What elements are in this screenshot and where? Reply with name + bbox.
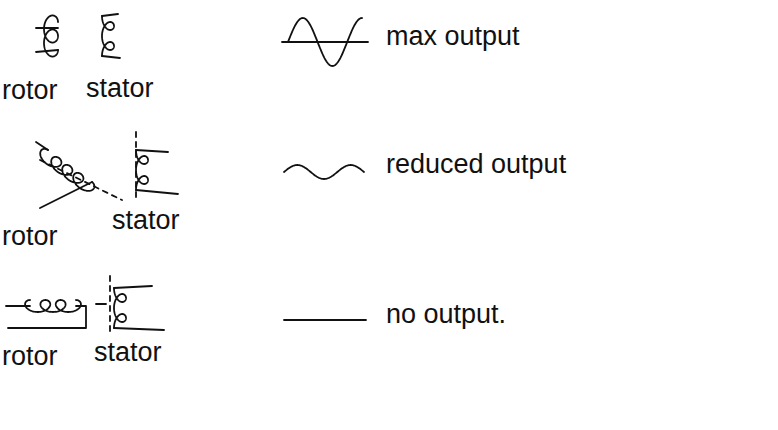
no-output-line (284, 319, 366, 321)
rotor-coil (25, 300, 81, 312)
output-label: max output (386, 22, 520, 52)
part-label: rotor (2, 76, 58, 106)
part-label: stator (86, 74, 154, 104)
stator-lead (102, 56, 120, 58)
rotor-axis (40, 160, 122, 200)
stator-lead (102, 14, 118, 16)
stator-axis (109, 276, 111, 332)
stator-lead (114, 328, 164, 330)
stator-coil (136, 150, 148, 190)
output-label: no output. (386, 300, 506, 330)
rotor-lead (8, 306, 86, 328)
reduced-output-wave (284, 165, 364, 179)
axis-tick (96, 303, 106, 305)
part-label: rotor (2, 222, 58, 252)
stator-lead (136, 150, 168, 152)
rotor-lead (36, 50, 58, 52)
wave-axis (282, 41, 368, 43)
stator-coil (102, 16, 114, 56)
rotor-lead (40, 182, 92, 208)
output-label: reduced output (386, 150, 566, 180)
part-label: rotor (2, 342, 58, 372)
max-output-wave (288, 18, 362, 66)
stator-lead (136, 190, 178, 194)
rotor-lead (36, 27, 58, 29)
stator-lead (114, 286, 152, 288)
stator-coil (114, 288, 126, 328)
part-label: stator (112, 206, 180, 236)
part-label: stator (94, 338, 162, 368)
